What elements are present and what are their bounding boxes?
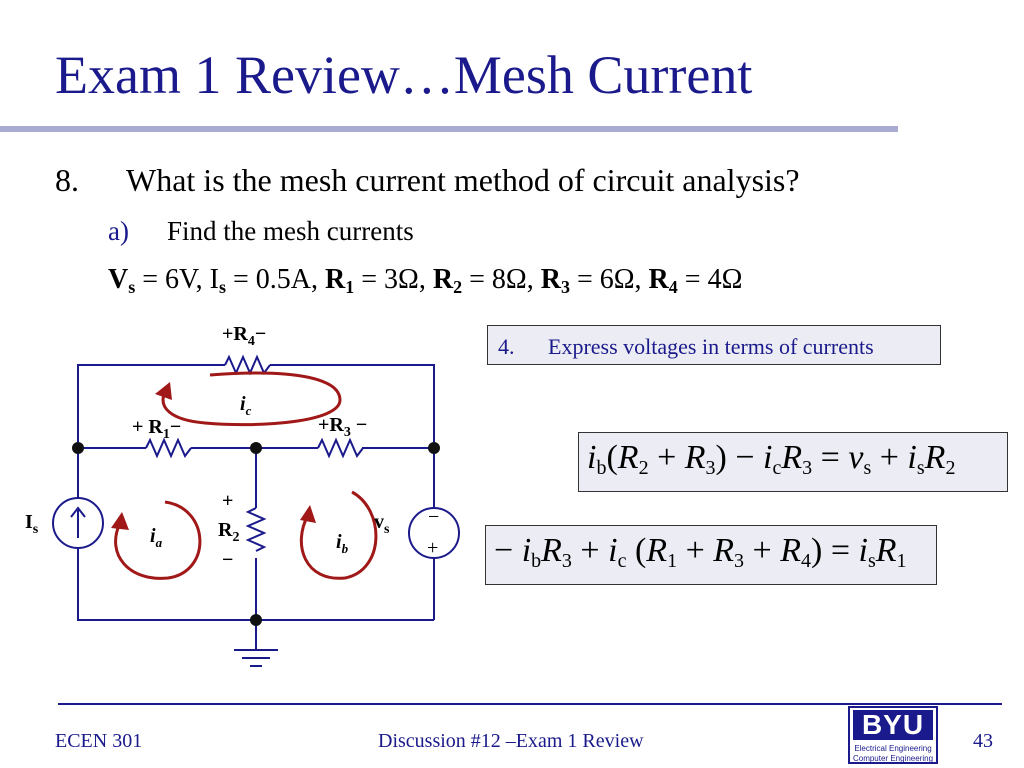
loop-ia-arrowhead bbox=[111, 512, 129, 530]
page-number: 43 bbox=[973, 730, 993, 752]
label-ib: ib bbox=[336, 531, 349, 556]
item-question: What is the mesh current method of circu… bbox=[126, 162, 800, 198]
wire-left bbox=[77, 448, 434, 621]
title-divider bbox=[0, 126, 898, 132]
logo-mark: BYU bbox=[853, 710, 933, 740]
sub-item-text: Find the mesh currents bbox=[167, 216, 414, 246]
footer-divider bbox=[58, 703, 1002, 705]
node-center bbox=[250, 442, 262, 454]
resistor-r4 bbox=[224, 354, 271, 376]
label-vs-top: − bbox=[428, 506, 439, 528]
resistor-r1 bbox=[145, 437, 192, 459]
loop-ic-arrowhead bbox=[155, 382, 172, 400]
step-text: Express voltages in terms of currents bbox=[548, 334, 874, 359]
voltage-source bbox=[408, 507, 460, 559]
slide-title: Exam 1 Review…Mesh Current bbox=[55, 45, 753, 105]
logo-line-2: Computer Engineering bbox=[852, 754, 934, 763]
label-r2-plus: + bbox=[222, 490, 233, 512]
given-values: Vs = 6V, Is = 0.5A, R1 = 3Ω, R2 = 8Ω, R3… bbox=[108, 264, 743, 297]
node-ground bbox=[250, 614, 262, 626]
label-is: Is bbox=[25, 511, 39, 537]
label-vs-bottom: + bbox=[427, 537, 438, 559]
label-r2: R2 bbox=[218, 519, 239, 545]
wire-top bbox=[77, 364, 435, 448]
label-r2-minus: − bbox=[222, 549, 233, 571]
node-left bbox=[72, 442, 84, 454]
loop-ib bbox=[299, 490, 378, 580]
current-arrow bbox=[70, 506, 86, 538]
label-r3: +R3 − bbox=[318, 414, 367, 440]
sub-item-letter: a) bbox=[108, 216, 129, 246]
resistor-r3 bbox=[317, 437, 364, 459]
footer-title: Discussion #12 –Exam 1 Review bbox=[378, 730, 644, 752]
equation-mesh-b: ib(R2 + R3) − icR3 = vs + isR2 bbox=[578, 432, 1008, 492]
loop-ib-arrowhead bbox=[300, 505, 316, 523]
equation-mesh-c: − ibR3 + ic (R1 + R3 + R4) = isR1 bbox=[485, 525, 937, 585]
loop-ic bbox=[161, 371, 342, 427]
label-vs: vs bbox=[374, 511, 390, 537]
label-ia: ia bbox=[150, 525, 163, 550]
circuit-diagram: +R4− + R1− +R3 − + R2 − Is vs − + ic ia … bbox=[25, 323, 460, 667]
label-r1: + R1− bbox=[132, 416, 181, 442]
loop-ia bbox=[114, 500, 202, 580]
resistor-r2 bbox=[245, 507, 267, 552]
node-right bbox=[428, 442, 440, 454]
footer-course: ECEN 301 bbox=[55, 730, 143, 752]
label-ic: ic bbox=[240, 393, 252, 418]
logo-line-1: Electrical Engineering bbox=[854, 744, 932, 753]
step-number: 4. bbox=[498, 334, 515, 359]
step-callout: 4. Express voltages in terms of currents bbox=[487, 325, 941, 365]
label-r4: +R4− bbox=[222, 323, 266, 349]
byu-logo: BYU Electrical Engineering Computer Engi… bbox=[848, 706, 938, 764]
current-source bbox=[52, 497, 104, 549]
ground-symbol bbox=[234, 649, 278, 667]
item-number: 8. bbox=[55, 162, 79, 198]
